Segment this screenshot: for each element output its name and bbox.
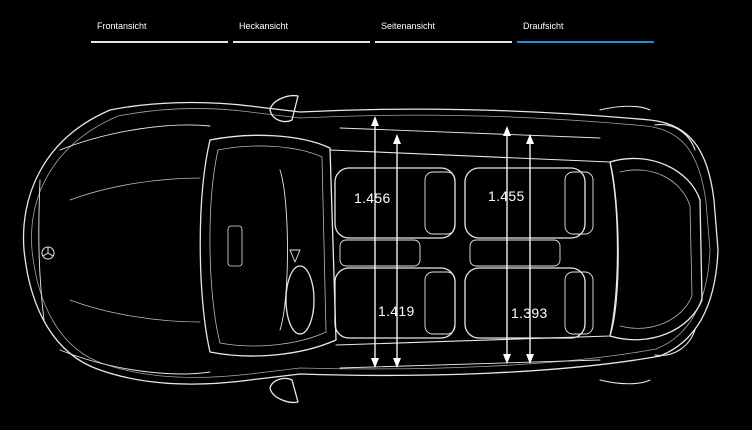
arrow-front-hip [393,134,401,368]
measurement-rear-hip: 1.393 [511,305,548,321]
tab-label: Seitenansicht [381,21,436,31]
tab-label: Draufsicht [523,21,564,31]
tab-underline [91,41,228,43]
measurement-rear-shoulder: 1.455 [488,188,525,204]
tab-seitenansicht[interactable]: Seitenansicht [375,0,512,44]
steering-wheel [285,265,315,335]
tab-underline [233,41,370,43]
view-tabs: Frontansicht Heckansicht Seitenansicht D… [91,0,654,44]
left-mirror [269,94,299,123]
car-body-outline [22,101,719,385]
tab-draufsicht[interactable]: Draufsicht [517,0,654,44]
rear-seat-right [464,267,586,339]
tab-underline [517,41,654,43]
rear-window [609,157,703,341]
measurement-front-hip: 1.419 [378,303,415,319]
front-seat-left [334,167,456,239]
right-mirror [269,377,299,404]
measurement-front-shoulder: 1.456 [354,190,391,206]
tab-underline [375,41,512,43]
tab-heckansicht[interactable]: Heckansicht [233,0,370,44]
tab-label: Heckansicht [239,21,289,31]
tab-frontansicht[interactable]: Frontansicht [91,0,228,44]
arrow-front-shoulder [371,116,379,368]
mercedes-star-icon [41,246,55,260]
arrow-rear-shoulder [503,126,511,364]
rear-seat-left [464,167,586,239]
arrow-rear-hip [526,134,534,364]
tab-label: Frontansicht [97,21,147,31]
windshield [199,134,337,357]
